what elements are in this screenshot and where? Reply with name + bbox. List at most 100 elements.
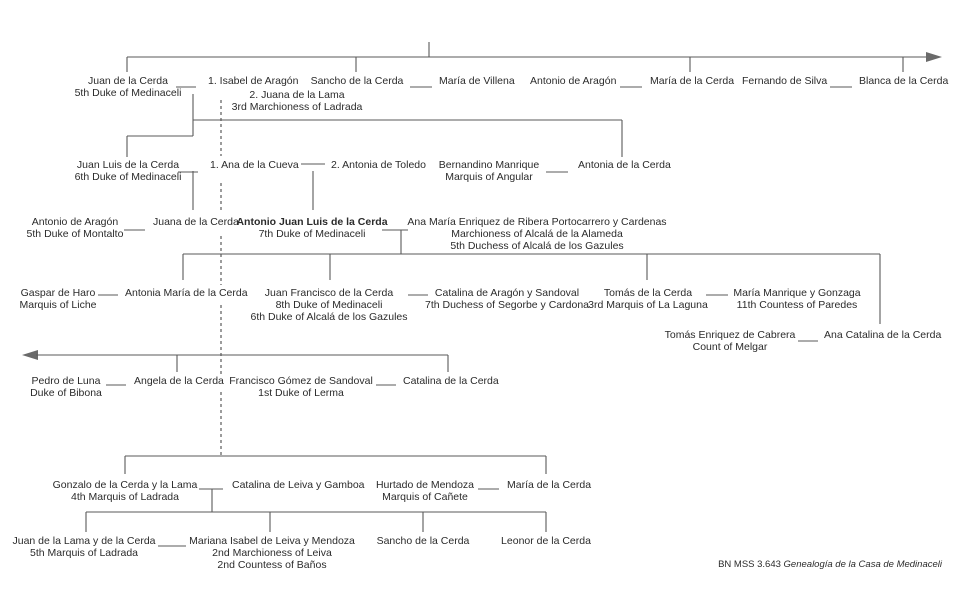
person-gaspar-de-haro: Gaspar de Haro Marquis of Liche — [19, 287, 96, 311]
person-mariana-isabel-de-leiva: Mariana Isabel de Leiva y Mendoza 2nd Ma… — [189, 535, 355, 571]
person-name: Juan Luis de la Cerda — [76, 159, 180, 171]
person-name: María de la Cerda — [507, 479, 592, 491]
person-antonio-juan-luis: Antonio Juan Luis de la Cerda 7th Duke o… — [236, 216, 387, 240]
person-name: Juan de la Cerda — [88, 75, 168, 87]
person-name: Ana Catalina de la Cerda — [824, 329, 942, 341]
person-name: Antonia María de la Cerda — [125, 287, 248, 299]
left-arrow-icon — [22, 350, 38, 360]
person-hurtado-de-mendoza: Hurtado de Mendoza Marquis of Cañete — [376, 479, 474, 503]
person-name: Francisco Gómez de Sandoval — [229, 375, 373, 387]
person-title: 8th Duke of Medinaceli — [275, 299, 383, 311]
person-catalina-de-la-cerda: Catalina de la Cerda — [403, 375, 499, 387]
person-name: Antonio de Aragón — [31, 216, 119, 228]
person-name: Leonor de la Cerda — [501, 535, 591, 547]
person-name: Sancho de la Cerda — [376, 535, 470, 547]
person-juana-de-la-lama: 2. Juana de la Lama 3rd Marchioness of L… — [232, 89, 363, 113]
person-title: 7th Duchess of Segorbe y Cardona — [424, 299, 590, 311]
person-title: 5th Marquis of Ladrada — [30, 547, 138, 559]
person-title-2: 5th Duchess of Alcalá de los Gazules — [450, 240, 624, 252]
person-name: Fernando de Silva — [742, 75, 828, 87]
person-juan-luis-de-la-cerda: Juan Luis de la Cerda 6th Duke of Medina… — [75, 159, 182, 183]
person-name: Catalina de la Cerda — [403, 375, 499, 387]
person-name: María Manrique y Gonzaga — [733, 287, 861, 299]
person-maria-manrique: María Manrique y Gonzaga 11th Countess o… — [733, 287, 860, 311]
person-francisco-gomez-de-sandoval: Francisco Gómez de Sandoval 1st Duke of … — [229, 375, 373, 399]
person-juan-de-la-cerda-5th: Juan de la Cerda 5th Duke of Medinaceli — [75, 75, 182, 99]
person-title: Count of Melgar — [692, 341, 768, 353]
person-ana-catalina-de-la-cerda: Ana Catalina de la Cerda — [824, 329, 941, 341]
person-juana-de-la-cerda: Juana de la Cerda — [153, 216, 239, 228]
source-ref: BN MSS 3.643 — [718, 559, 784, 570]
person-juan-francisco-de-la-cerda: Juan Francisco de la Cerda 8th Duke of M… — [250, 287, 407, 323]
person-title: 5th Duke of Montalto — [26, 228, 124, 240]
person-title: 3rd Marquis of La Laguna — [588, 299, 708, 311]
person-name: Gaspar de Haro — [20, 287, 96, 299]
person-maria-de-la-cerda-bottom: María de la Cerda — [507, 479, 591, 491]
person-title: Marquis of Angular — [445, 171, 533, 183]
person-title: 6th Duke of Medinaceli — [74, 171, 182, 183]
person-title: 1st Duke of Lerma — [258, 387, 344, 399]
person-name: Catalina de Aragón y Sandoval — [434, 287, 580, 299]
person-name: Ana María Enriquez de Ribera Portocarrer… — [407, 216, 667, 228]
person-title: 2nd Marchioness of Leiva — [212, 547, 332, 559]
person-title: 7th Duke of Medinaceli — [258, 228, 366, 240]
person-title-2: 2nd Countess of Baños — [217, 559, 327, 571]
person-ana-maria-enriquez: Ana María Enriquez de Ribera Portocarrer… — [407, 216, 666, 252]
person-tomas-enriquez: Tomás Enriquez de Cabrera Count of Melga… — [665, 329, 796, 353]
person-leonor-de-la-cerda: Leonor de la Cerda — [501, 535, 591, 547]
person-maria-de-villena: María de Villena — [439, 75, 515, 87]
person-title: 4th Marquis of Ladrada — [71, 491, 179, 503]
person-name: Antonio Juan Luis de la Cerda — [236, 216, 388, 228]
person-antonia-de-la-cerda: Antonia de la Cerda — [578, 159, 671, 171]
person-name: María de Villena — [439, 75, 515, 87]
person-name: Bernandino Manrique — [438, 159, 540, 171]
person-title: Duke of Bibona — [30, 387, 102, 399]
person-name: Juan Francisco de la Cerda — [264, 287, 394, 299]
person-name: Gonzalo de la Cerda y la Lama — [52, 479, 198, 491]
person-title: Marchioness of Alcalá de la Alameda — [451, 228, 623, 240]
person-blanca-de-la-cerda: Blanca de la Cerda — [859, 75, 948, 87]
person-maria-de-la-cerda-top: María de la Cerda — [650, 75, 734, 87]
person-title: 11th Countess of Paredes — [736, 299, 858, 311]
person-antonio-de-aragon-montalto: Antonio de Aragón 5th Duke of Montalto — [27, 216, 124, 240]
person-sancho-de-la-cerda-bottom: Sancho de la Cerda — [377, 535, 470, 547]
source-title: Genealogía de la Casa de Medinaceli — [783, 559, 942, 570]
person-name: Pedro de Luna — [31, 375, 101, 387]
person-name: 2. Juana de la Lama — [249, 89, 345, 101]
person-antonio-de-aragon-top: Antonio de Aragón — [530, 75, 616, 87]
person-title: Marquis of Liche — [19, 299, 97, 311]
person-name: Juan de la Lama y de la Cerda — [12, 535, 156, 547]
person-bernandino-manrique: Bernandino Manrique Marquis of Angular — [439, 159, 539, 183]
person-name: Antonia de la Cerda — [578, 159, 671, 171]
right-arrow-icon — [926, 52, 942, 62]
person-title: 3rd Marchioness of Ladrada — [231, 101, 363, 113]
person-name: Catalina de Leiva y Gamboa — [232, 479, 365, 491]
person-juan-de-la-lama: Juan de la Lama y de la Cerda 5th Marqui… — [12, 535, 155, 559]
person-name: Tomás de la Cerda — [603, 287, 693, 299]
person-name: Blanca de la Cerda — [859, 75, 949, 87]
person-title: Marquis of Cañete — [382, 491, 468, 503]
person-name: Hurtado de Mendoza — [375, 479, 475, 491]
person-pedro-de-luna: Pedro de Luna Duke of Bibona — [30, 375, 102, 399]
person-antonia-maria-de-la-cerda: Antonia María de la Cerda — [125, 287, 248, 299]
person-name: Antonio de Aragón — [530, 75, 617, 87]
person-name: María de la Cerda — [650, 75, 735, 87]
person-gonzalo-de-la-cerda: Gonzalo de la Cerda y la Lama 4th Marqui… — [53, 479, 198, 503]
person-antonia-de-toledo: 2. Antonia de Toledo — [331, 159, 426, 171]
person-name: Sancho de la Cerda — [310, 75, 404, 87]
person-name: 1. Ana de la Cueva — [210, 159, 299, 171]
person-catalina-de-aragon: Catalina de Aragón y Sandoval 7th Duches… — [425, 287, 589, 311]
person-name: 2. Antonia de Toledo — [331, 159, 426, 171]
person-name: 1. Isabel de Aragón — [208, 75, 299, 87]
person-name: Mariana Isabel de Leiva y Mendoza — [189, 535, 355, 547]
person-angela-de-la-cerda: Angela de la Cerda — [134, 375, 224, 387]
person-isabel-de-aragon: 1. Isabel de Aragón — [208, 75, 299, 87]
source-citation: BN MSS 3.643 Genealogía de la Casa de Me… — [718, 559, 942, 571]
person-name: Juana de la Cerda — [153, 216, 239, 228]
person-title-2: 6th Duke of Alcalá de los Gazules — [250, 311, 408, 323]
person-name: Angela de la Cerda — [134, 375, 224, 387]
person-fernando-de-silva: Fernando de Silva — [742, 75, 827, 87]
person-ana-de-la-cueva: 1. Ana de la Cueva — [210, 159, 299, 171]
